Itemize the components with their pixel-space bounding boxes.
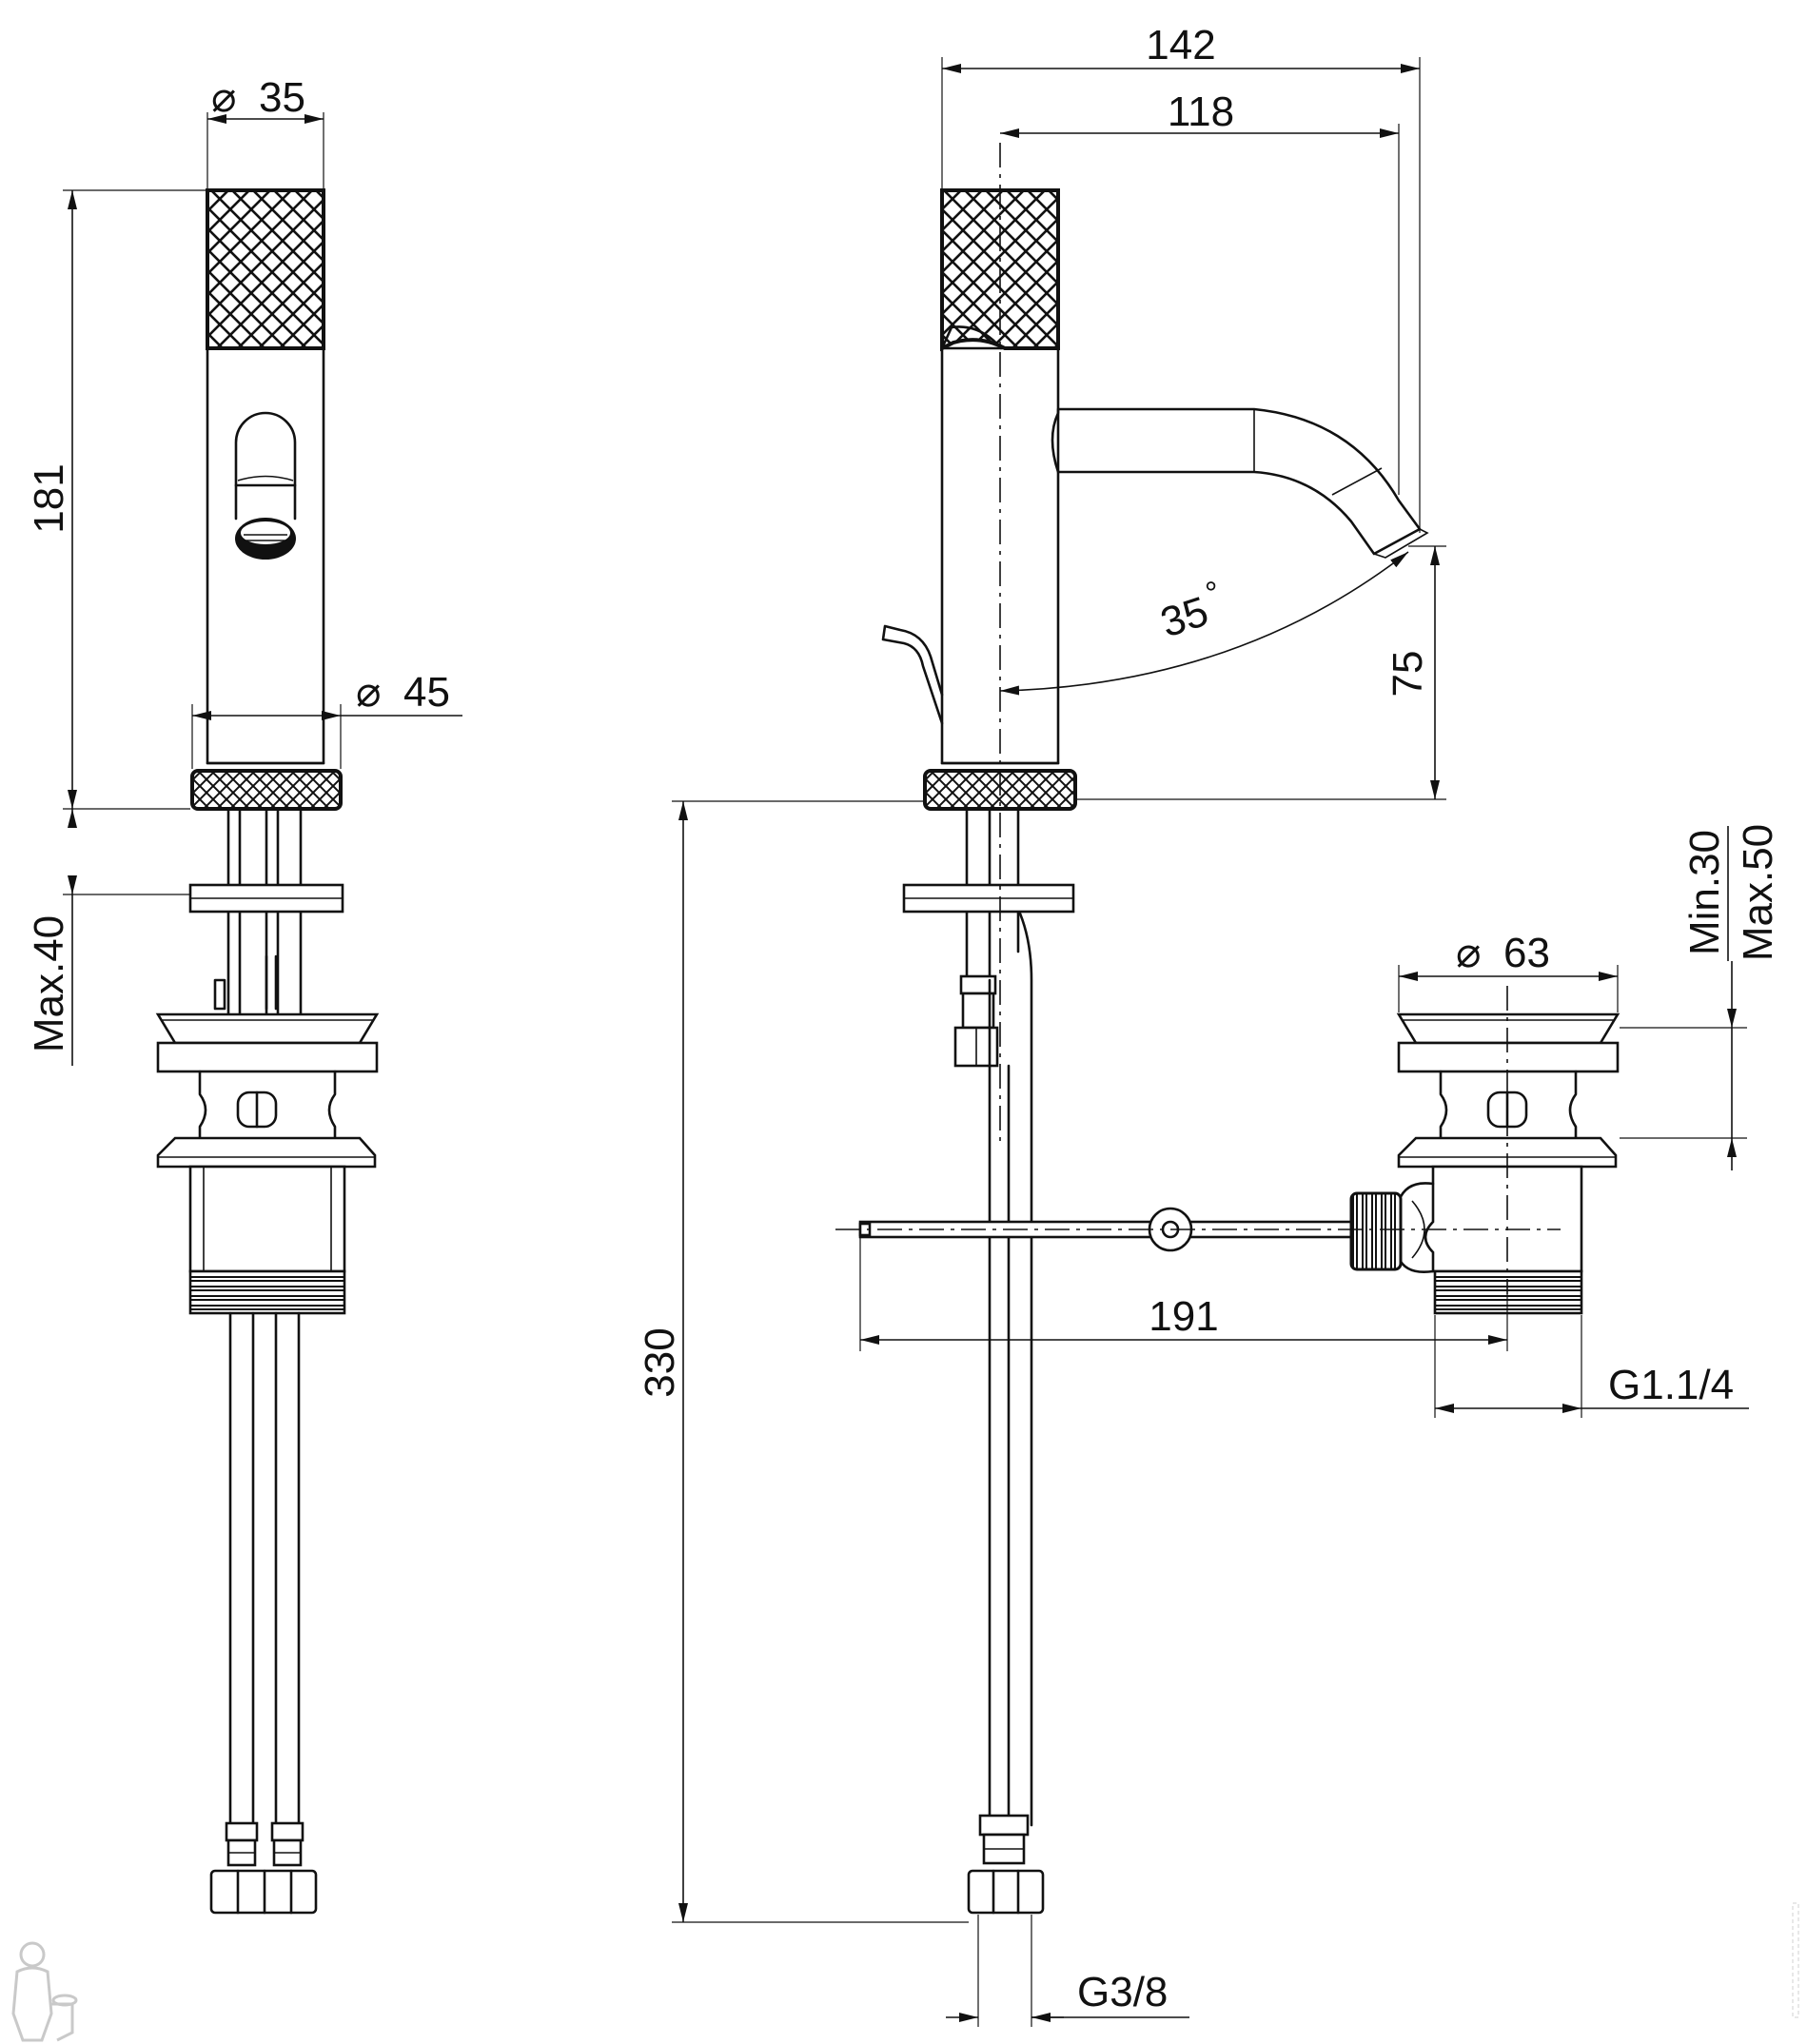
dim-waste-max: Max.50 [1735,824,1781,961]
front-view [155,188,380,1915]
centerlines [835,143,1561,1294]
dim-waste-thread: G1.1/4 [1608,1362,1734,1408]
front-aerator-slot [234,411,297,487]
front-base-knurl [190,769,343,811]
dim-handle-diameter: 35 [259,74,305,121]
dim-waste-diameter-symbol: ⌀ [1456,930,1482,976]
side-view [858,188,1620,1915]
dim-spout-reach: 118 [1168,88,1234,135]
vertical-watermark-icon [1792,1902,1799,2018]
front-dimensions: ⌀ 35 181 ⌀ 45 Max.40 [26,74,462,1066]
dim-spout-angle: 35 [1155,588,1214,647]
dim-total-height: 181 [26,463,72,533]
dim-waste-min: Min.30 [1681,830,1728,955]
dim-spout-height: 75 [1385,651,1431,698]
dim-waste-diameter: 63 [1503,930,1550,976]
dim-overall-depth: 142 [1146,22,1215,69]
side-spout [1051,407,1422,556]
dim-base-diameter-symbol: ⌀ [356,669,382,716]
side-dimensions: 142 118 35 ° 75 330 ⌀ 63 Min.30 Max.50 [637,22,1781,2027]
dim-base-diameter: 45 [403,669,450,716]
side-lever [881,624,944,725]
dim-max-deck: Max.40 [26,915,72,1052]
plumber-mascot-icon [11,1941,78,2042]
front-handle-knurl [206,188,325,350]
dim-hose-length: 330 [637,1327,683,1397]
dim-pull-rod-length: 191 [1149,1293,1218,1340]
dim-inlet-thread: G3/8 [1077,1969,1168,2015]
dim-handle-diameter-symbol: ⌀ [211,74,237,121]
